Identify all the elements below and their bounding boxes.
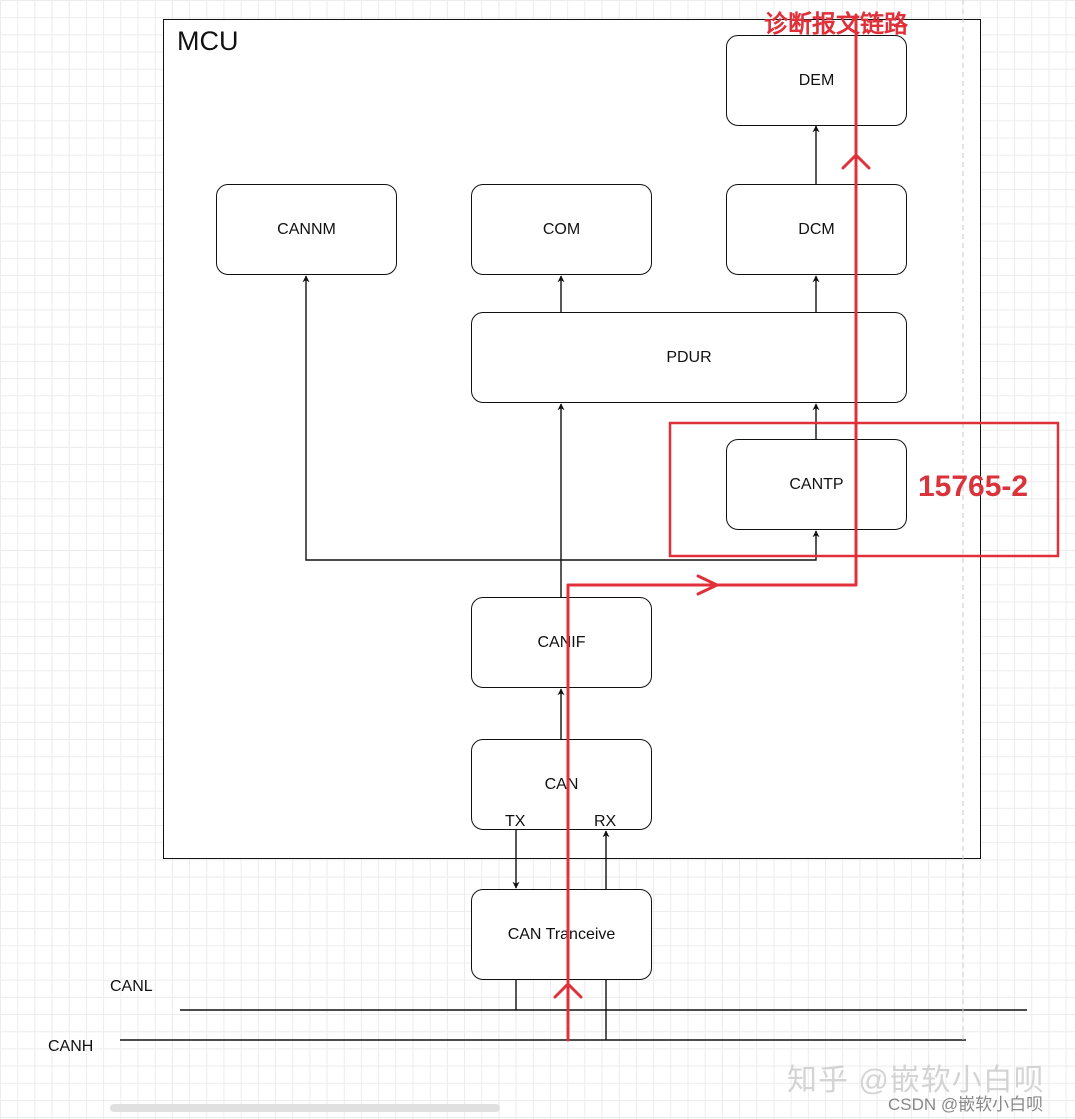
cannm-module[interactable]: CANNM [216,184,397,275]
com-module[interactable]: COM [471,184,652,275]
path-arrow-bus [553,982,583,999]
dcm-module[interactable]: DCM [726,184,907,275]
zhihu-watermark: 知乎 @嵌软小白呗 [787,1064,1045,1097]
diagnostic-path-title: 诊断报文链路 [764,11,908,38]
iso-15765-2-label: 15765-2 [918,470,1029,503]
canh-label: CANH [48,1038,94,1055]
arrow-canif-to-cantp [561,530,820,561]
cantp-highlight-box [668,421,1060,558]
tx-label: TX [505,813,526,830]
pdur-module[interactable]: PDUR [471,312,907,403]
diagnostic-path-line [566,13,858,1042]
csdn-watermark: CSDN @嵌软小白呗 [888,1095,1044,1114]
can-tranceiver-module[interactable]: CAN Tranceive [471,889,652,980]
path-arrow-dem [841,153,871,170]
horizontal-scrollbar[interactable] [110,1104,500,1112]
path-arrow-right [696,574,719,596]
arrow-canif-to-cannm [302,275,561,561]
canif-module[interactable]: CANIF [471,597,652,688]
cantp-module[interactable]: CANTP [726,439,907,530]
rx-label: RX [594,813,617,830]
canl-label: CANL [110,978,153,995]
mcu-label: MCU [177,26,239,56]
can-module[interactable]: CAN [471,739,652,830]
